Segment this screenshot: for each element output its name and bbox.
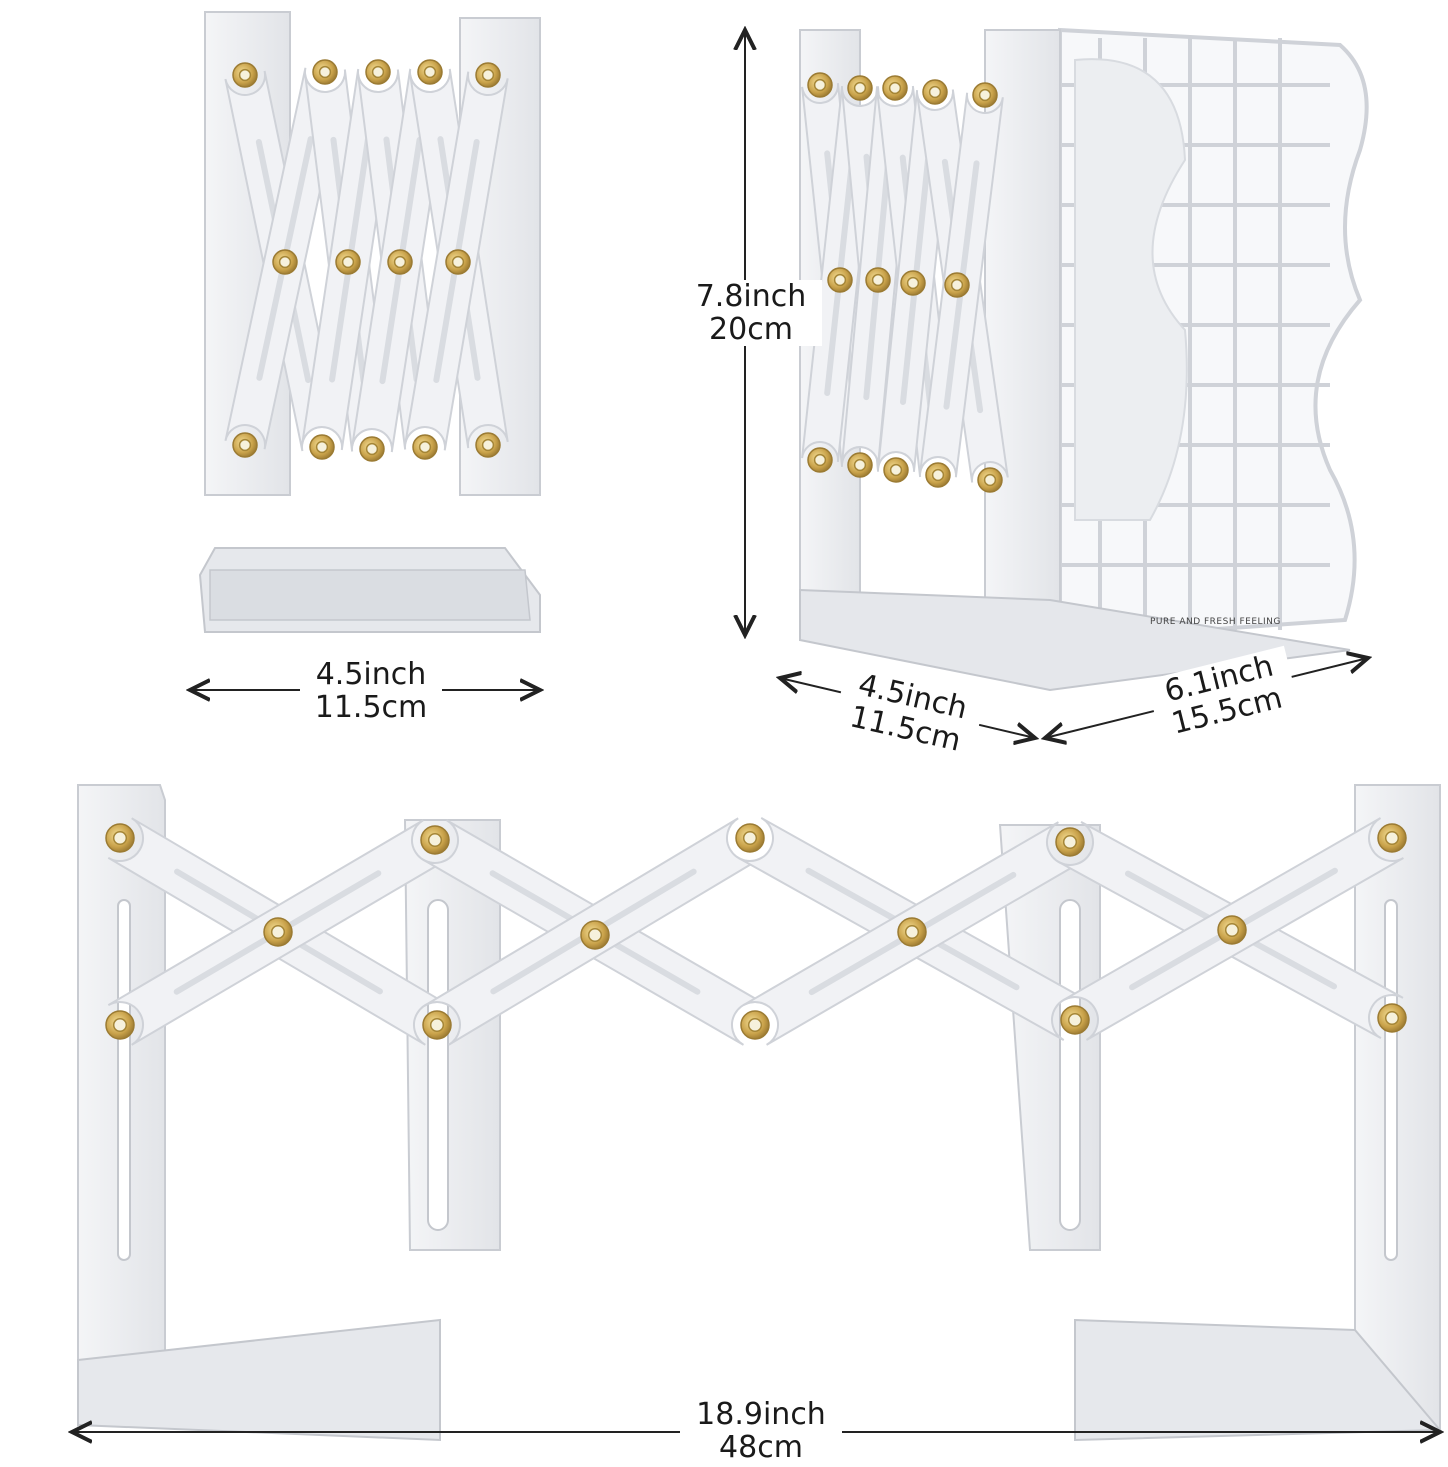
extended-length-metric: 48cm — [719, 1430, 803, 1465]
height-metric: 20cm — [709, 312, 793, 347]
rivets — [232, 59, 501, 462]
rivets — [807, 72, 1003, 493]
folded-front-view — [198, 11, 541, 633]
grid-bookend-view: PURE AND FRESH FEELING — [799, 27, 1369, 692]
front-width-label: 4.5inch 11.5cm — [300, 658, 442, 724]
height-label: 7.8inch 20cm — [680, 280, 822, 346]
height-imperial: 7.8inch — [695, 279, 807, 314]
product-imprint: PURE AND FRESH FEELING — [1150, 617, 1281, 627]
front-width-imperial: 4.5inch — [315, 657, 427, 692]
extended-length-imperial: 18.9inch — [696, 1397, 826, 1432]
front-width-metric: 11.5cm — [314, 690, 428, 725]
extended-view — [77, 784, 1443, 1442]
extended-length-label: 18.9inch 48cm — [680, 1398, 842, 1464]
rivets — [105, 823, 1407, 1040]
